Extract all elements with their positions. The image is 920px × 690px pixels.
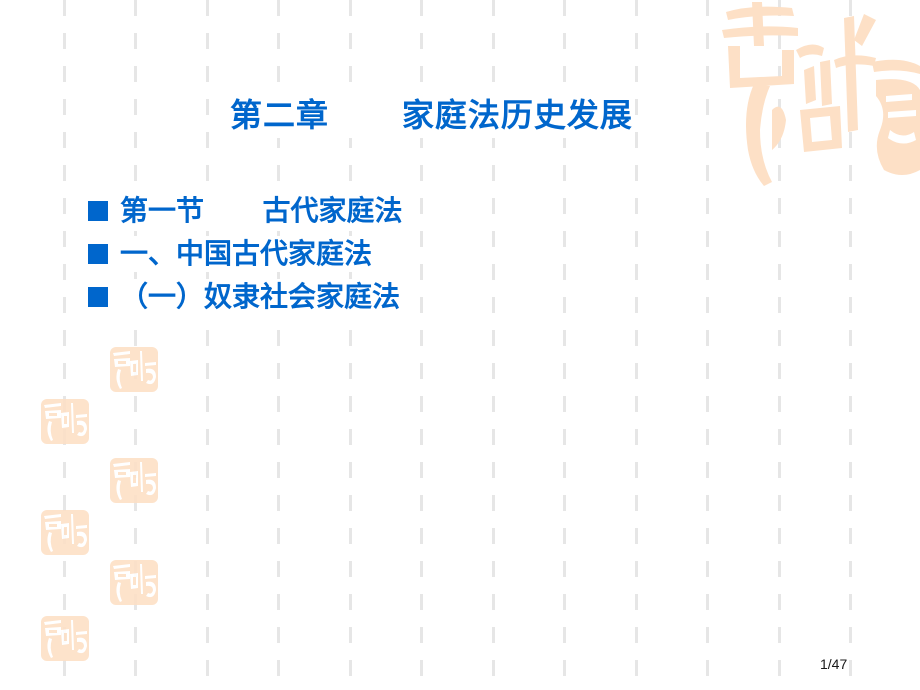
square-bullet-icon (88, 243, 108, 264)
seal-stamp-icon (110, 560, 158, 605)
grid-line (420, 0, 423, 690)
bullet-text: 第一节 古代家庭法 (120, 192, 403, 229)
slide-title: 第二章 家庭法历史发展 (228, 92, 635, 138)
bullet-text: 一、中国古代家庭法 (120, 235, 373, 272)
seal-stamp-icon (110, 347, 158, 392)
grid-line (277, 0, 280, 690)
grid-line (134, 0, 137, 690)
square-bullet-icon (88, 200, 108, 221)
grid-line (63, 0, 66, 690)
grid-line (635, 0, 638, 690)
square-bullet-icon (88, 286, 108, 307)
seal-stamp-icon (110, 458, 158, 503)
grid-line (563, 0, 566, 690)
page-number: 1/47 (820, 656, 848, 672)
bullet-item: 第一节 古代家庭法 (88, 189, 403, 232)
bullet-text: （一）奴隶社会家庭法 (120, 278, 401, 315)
seal-stamp-icon (41, 616, 89, 661)
grid-line (349, 0, 352, 690)
grid-line (492, 0, 495, 690)
grid-line (778, 0, 781, 690)
bullet-list: 第一节 古代家庭法 一、中国古代家庭法 （一）奴隶社会家庭法 (88, 189, 403, 318)
seal-stamp-icon (41, 399, 89, 444)
grid-line (206, 0, 209, 690)
grid-line (849, 0, 852, 690)
bullet-item: 一、中国古代家庭法 (88, 232, 403, 275)
calligraphy-seal-icon (712, 0, 920, 190)
grid-line (706, 0, 709, 690)
seal-stamp-icon (41, 510, 89, 555)
bullet-item: （一）奴隶社会家庭法 (88, 275, 403, 318)
